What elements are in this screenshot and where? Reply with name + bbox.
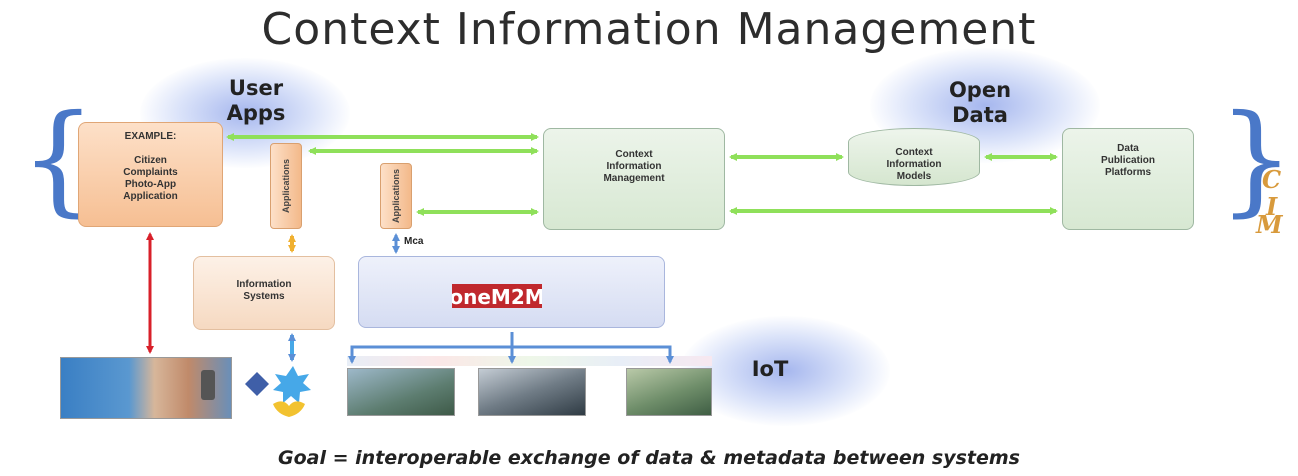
context-information-models-cylinder: Context Information Models xyxy=(848,128,980,186)
woman-photo xyxy=(60,357,232,419)
cim-letter-c: C xyxy=(1262,165,1282,194)
dpp-line: Platforms xyxy=(1104,167,1152,178)
models-line: Models xyxy=(896,171,932,182)
cim-box-line: Information xyxy=(606,161,662,172)
iot-label: IoT xyxy=(751,357,789,381)
dpp-line: Publication xyxy=(1101,155,1155,166)
data-publication-platforms-box: Data Publication Platforms xyxy=(1062,128,1194,230)
onem2m-logo-graphic: oneM2M xyxy=(449,284,545,309)
iot-device-image-1 xyxy=(347,368,455,416)
applications-box-2: Applications xyxy=(380,163,412,229)
onem2m-logo: oneM2M xyxy=(449,274,545,310)
user-apps-line-2: Apps xyxy=(226,101,286,125)
applications-box-1: Applications xyxy=(270,143,302,229)
example-app-heading: EXAMPLE: xyxy=(124,131,177,142)
user-apps-line-1: User xyxy=(228,76,284,100)
info-systems-icons xyxy=(243,362,325,418)
models-line: Context xyxy=(895,147,933,158)
phone-icon xyxy=(201,370,215,400)
heart-icon xyxy=(273,401,305,417)
cim-letter-i: I xyxy=(1266,192,1278,221)
models-line: Information xyxy=(886,159,942,170)
example-app-box: EXAMPLE: Citizen Complaints Photo-App Ap… xyxy=(78,122,223,227)
dpp-line: Data xyxy=(1117,143,1139,154)
star-icon xyxy=(273,366,311,403)
cim-letter-m: M xyxy=(1256,210,1283,239)
context-information-management-box: Context Information Management xyxy=(543,128,725,230)
info-systems-line: Systems xyxy=(243,291,285,302)
example-app-line: Complaints xyxy=(123,167,178,178)
iot-device-image-3 xyxy=(626,368,712,416)
mca-label: Mca xyxy=(404,236,424,247)
iot-logos-strip xyxy=(347,356,712,366)
onem2m-logo-text: oneM2M xyxy=(452,285,542,309)
goal-caption: Goal = interoperable exchange of data & … xyxy=(278,447,1020,469)
right-brace: } xyxy=(1218,90,1295,229)
cim-box-line: Context xyxy=(615,149,653,160)
open-data-line-2: Data xyxy=(952,103,1008,127)
cim-box-line: Management xyxy=(603,173,665,184)
diamond-icon xyxy=(245,372,269,396)
example-app-line: Citizen xyxy=(134,155,167,166)
open-data-label: Open Data xyxy=(905,78,1055,128)
information-systems-box: Information Systems xyxy=(193,256,335,330)
info-systems-line: Information xyxy=(236,279,292,290)
diagram-title: Context Information Management xyxy=(261,4,1037,55)
user-apps-label: User Apps xyxy=(196,76,316,126)
example-app-line: Photo-App xyxy=(124,179,177,190)
iot-device-image-2 xyxy=(478,368,586,416)
open-data-line-1: Open xyxy=(948,78,1012,102)
example-app-line: Application xyxy=(123,191,178,202)
iot-cloud xyxy=(680,316,890,426)
